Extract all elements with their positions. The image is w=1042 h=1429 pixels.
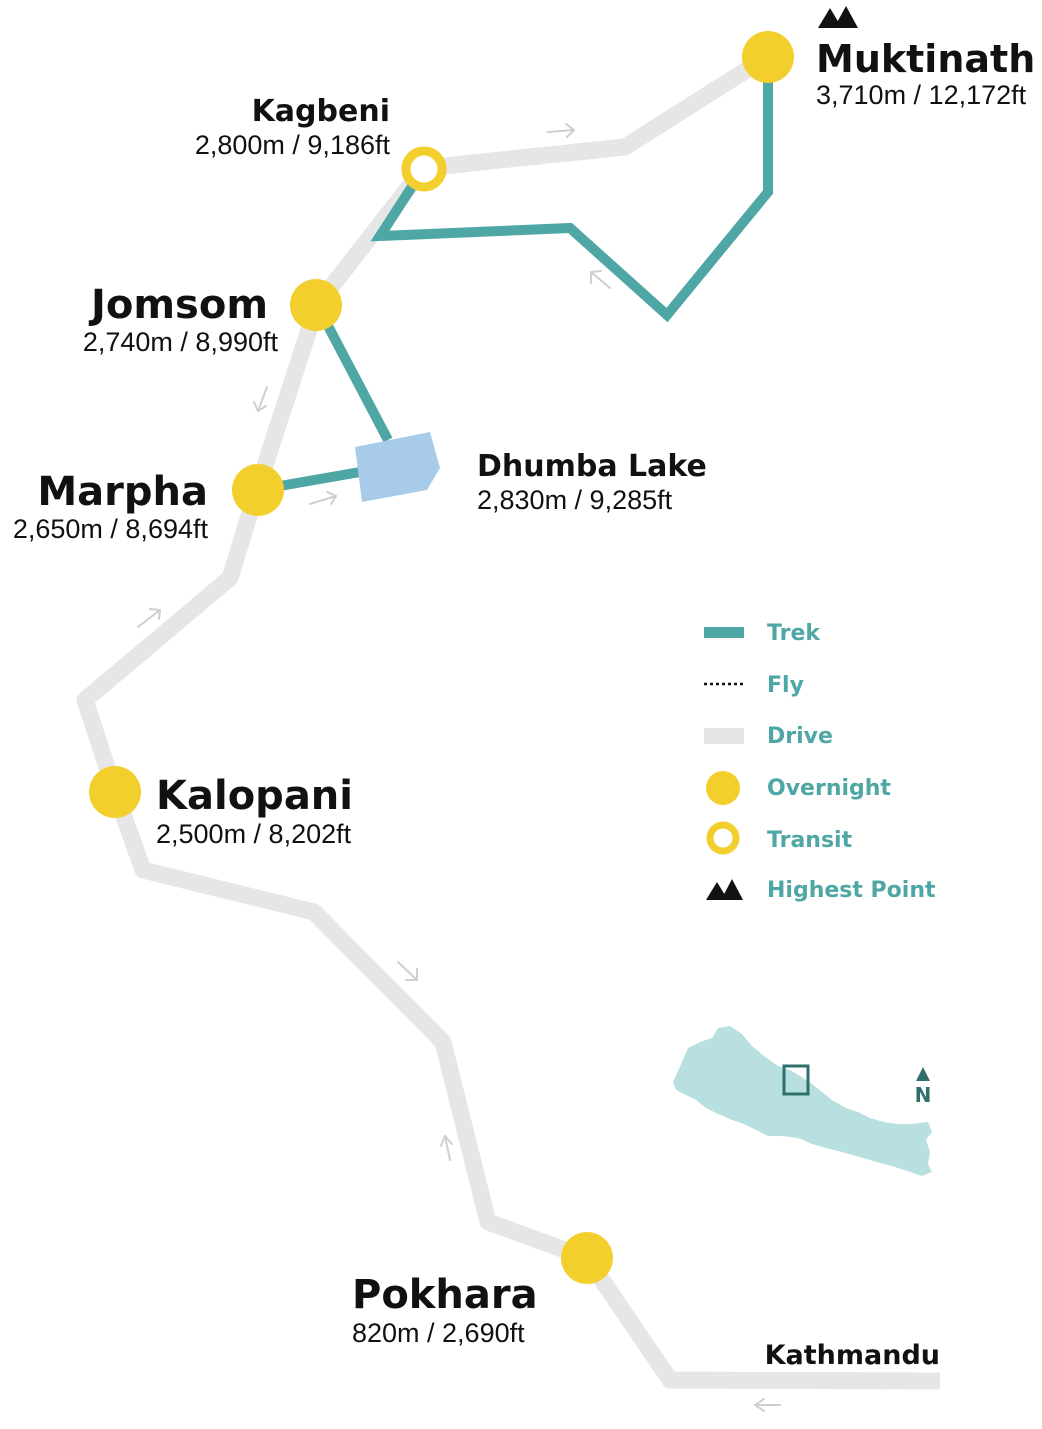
kalopani-elevation: 2,500m / 8,202ft <box>156 819 352 849</box>
kalopani-name: Kalopani <box>156 773 353 819</box>
trek-route-kagbeni-muktinath-jomsom <box>370 57 773 323</box>
north-label: N <box>915 1083 932 1107</box>
legend-overnight-swatch <box>706 771 740 805</box>
kathmandu-name: Kathmandu <box>765 1340 940 1371</box>
direction-arrow <box>754 1398 781 1412</box>
mountain-icon <box>818 6 858 28</box>
legend-transit-swatch <box>706 821 740 855</box>
north-arrow-icon: N <box>915 1067 932 1107</box>
jomsom-name: Jomsom <box>88 282 268 328</box>
muktinath-marker <box>742 31 794 83</box>
kagbeni-name: Kagbeni <box>252 94 390 129</box>
dhumba-lake-name: Dhumba Lake <box>477 449 707 484</box>
direction-arrow <box>547 123 575 138</box>
jomsom-marker <box>290 279 342 331</box>
muktinath-elevation: 3,710m / 12,172ft <box>816 80 1027 110</box>
direction-arrow <box>440 1135 453 1161</box>
pokhara-elevation: 820m / 2,690ft <box>352 1318 525 1348</box>
direction-arrow <box>397 961 418 981</box>
legend-fly-label: Fly <box>767 673 804 698</box>
kagbeni-elevation: 2,800m / 9,186ft <box>195 130 391 160</box>
legend-highest-label: Highest Point <box>767 878 936 903</box>
marpha-elevation: 2,650m / 8,694ft <box>13 514 209 544</box>
legend-trek-label: Trek <box>767 621 821 646</box>
dhumba-lake-elevation: 2,830m / 9,285ft <box>477 485 673 515</box>
legend-trek-swatch <box>704 627 744 638</box>
legend-drive-label: Drive <box>767 724 833 749</box>
nepal-locator-map <box>673 1026 932 1176</box>
direction-arrow <box>309 491 337 505</box>
marpha-marker <box>232 464 284 516</box>
legend-overnight-label: Overnight <box>767 776 891 801</box>
legend-drive-swatch <box>704 728 744 744</box>
direction-arrow <box>590 270 611 289</box>
direction-arrow <box>137 608 161 628</box>
direction-arrows <box>137 123 781 1412</box>
marpha-name: Marpha <box>37 469 208 515</box>
nepal-outline <box>673 1026 932 1176</box>
legend-highest-icon <box>706 879 743 900</box>
pokhara-marker <box>561 1232 613 1284</box>
direction-arrow <box>253 386 268 412</box>
legend: Trek Fly Drive Overnight Transit Highest… <box>704 621 936 903</box>
region-highlight-box <box>782 1064 810 1096</box>
dhumba-lake-shape <box>355 432 440 502</box>
pokhara-name: Pokhara <box>352 1272 538 1318</box>
jomsom-elevation: 2,740m / 8,990ft <box>83 327 279 357</box>
legend-transit-label: Transit <box>767 828 853 853</box>
kagbeni-transit-marker <box>401 146 447 192</box>
drive-route <box>76 49 941 1390</box>
muktinath-name: Muktinath <box>816 37 1035 81</box>
kalopani-marker <box>89 766 141 818</box>
